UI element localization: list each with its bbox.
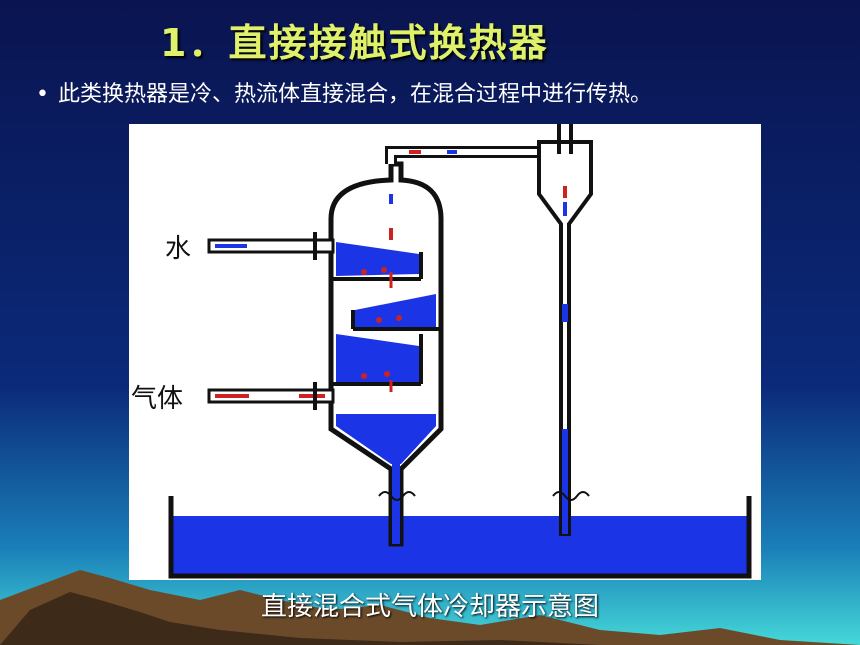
water-tank xyxy=(168,496,752,579)
cooler-column xyxy=(328,161,444,547)
gas-inlet-label: 气体 xyxy=(131,384,184,414)
figure-caption: 直接混合式气体冷却器示意图 xyxy=(260,592,599,622)
mountains xyxy=(0,570,860,645)
gas-outlet-pipe xyxy=(385,146,557,164)
separator xyxy=(537,124,593,536)
bullet-point: • 此类换热器是冷、热流体直接混合，在混合过程中进行传热。 xyxy=(36,76,652,108)
bullet-marker: • xyxy=(36,82,49,107)
slide-title: 1．直接接触式换热器 xyxy=(160,21,549,65)
water-inlet-label: 水 xyxy=(165,234,192,264)
water-inlet-pipe xyxy=(207,232,335,260)
diagram-drawing xyxy=(129,124,761,580)
gas-inlet-pipe xyxy=(207,382,335,410)
cooler-diagram: 水 气体 xyxy=(129,124,761,580)
bullet-text: 此类换热器是冷、热流体直接混合，在混合过程中进行传热。 xyxy=(58,82,653,107)
